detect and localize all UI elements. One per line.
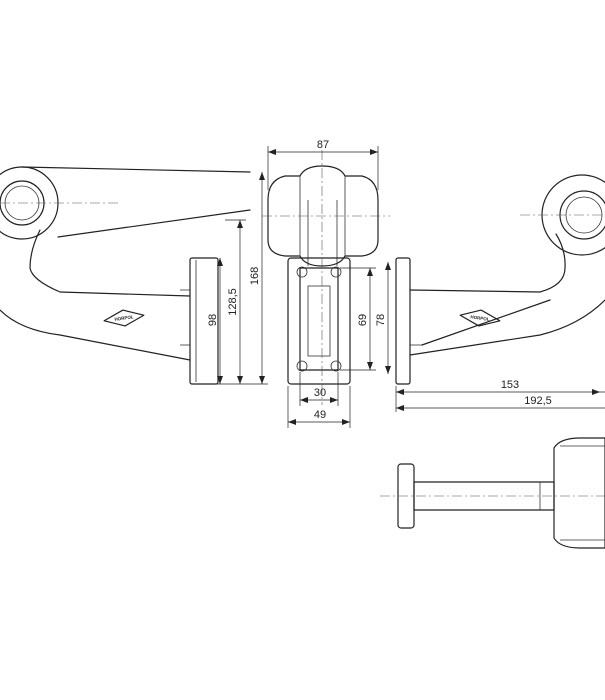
dim-87-arrow-right (370, 149, 378, 155)
bolt-hole-bottom-right (330, 360, 342, 372)
dim-69-arrow-bottom (367, 362, 373, 370)
right-logo-diamond (459, 309, 501, 327)
center-lamp-body (267, 165, 379, 267)
dim-78-label: 78 (375, 314, 387, 326)
bottom-top-view (380, 437, 605, 549)
dim-78-arrow-top (385, 262, 391, 270)
center-slot-inner (307, 285, 331, 357)
dim-98-arrow-top (217, 258, 223, 266)
center-mount-plate (287, 257, 351, 385)
right-arm-upper (409, 233, 566, 293)
left-arm-diagonal (57, 209, 251, 238)
dim-192-label: 192,5 (524, 395, 552, 407)
left-dimensions: 98 128,5 168 (207, 172, 268, 385)
right-mount-plate (395, 257, 411, 385)
dim-69-arrow-top (367, 268, 373, 276)
right-logo: HORPOL (459, 309, 501, 327)
left-mount-plate (189, 257, 219, 385)
left-arm-bottom-edge (0, 309, 191, 361)
center-front-view (262, 150, 390, 405)
dim-30-label: 30 (314, 387, 326, 399)
dim-168-arrow-bottom (259, 376, 265, 384)
dim-192-arrow-left (396, 405, 404, 411)
bolt-hole-top-right (330, 266, 342, 278)
left-arm-upper-edge (21, 166, 251, 173)
bolt-hole-bottom-left (296, 360, 308, 372)
dim-87-arrow-left (268, 149, 276, 155)
right-dimensions: 153 192,5 (395, 379, 605, 412)
dim-49-arrow-right (342, 419, 350, 425)
dim-128-label: 128,5 (227, 288, 239, 316)
center-slot-outer (299, 267, 339, 371)
dim-98-label: 98 (207, 314, 219, 326)
left-logo-diamond (103, 309, 145, 327)
right-arm-lower (409, 299, 605, 356)
dim-128-arrow-bottom (237, 376, 243, 384)
dim-153-label: 153 (501, 379, 519, 391)
left-arm-lower-curve (29, 229, 191, 297)
left-logo-text: HORPOL (114, 314, 134, 322)
dim-128-arrow-top (237, 220, 243, 228)
bottom-lamp-head (553, 437, 605, 549)
dim-49-arrow-left (288, 419, 296, 425)
bolt-hole-top-left (296, 266, 308, 278)
dim-78-arrow-bottom (385, 366, 391, 374)
dim-87-label: 87 (317, 139, 329, 151)
dim-168-label: 168 (249, 267, 261, 285)
dim-69-label: 69 (357, 314, 369, 326)
right-arm-diagonal (421, 299, 551, 346)
dim-30-arrow-left (300, 397, 308, 403)
center-dimensions: 87 69 78 30 49 (267, 139, 391, 428)
dim-98-arrow-bottom (217, 376, 223, 384)
right-side-view: HORPOL (395, 174, 605, 385)
dim-30-arrow-right (330, 397, 338, 403)
dim-49-label: 49 (314, 409, 326, 421)
dim-153-arrow-left (396, 389, 404, 395)
dim-168-arrow-top (259, 172, 265, 180)
left-side-view: HORPOL (0, 166, 251, 385)
right-logo-text: HORPOL (470, 314, 490, 322)
left-logo: HORPOL (103, 309, 145, 327)
dim-153-arrow-right (592, 389, 600, 395)
